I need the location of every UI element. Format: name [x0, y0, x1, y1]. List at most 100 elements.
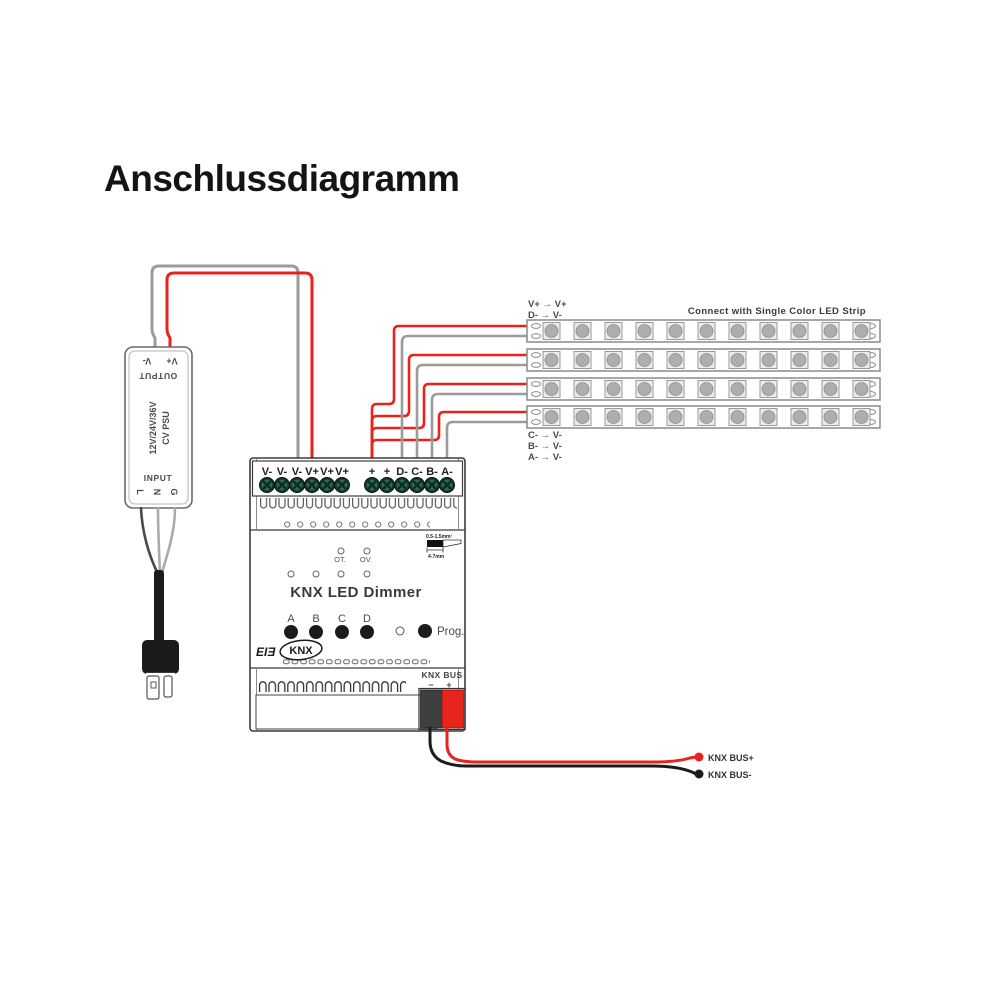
led-strip-1: [527, 320, 880, 342]
plug-body: [142, 640, 179, 674]
plug-prong-right: [163, 675, 173, 698]
psu-model-line2: CV PSU: [161, 411, 171, 445]
screw-terminal[interactable]: [333, 476, 351, 494]
terminal-label: V+: [320, 466, 334, 478]
indicator-leds: OT. OV.: [287, 547, 372, 578]
knx-bus-label: KNX BUS: [421, 670, 462, 680]
screw-terminal[interactable]: [438, 476, 456, 494]
led-strip-3: [527, 378, 880, 400]
psu-vminus-wire: [150, 264, 300, 463]
psu-vplus-wire: [165, 271, 314, 463]
vent-row-top: [259, 498, 457, 511]
strip-caption: Connect with Single Color LED Strip: [688, 306, 866, 317]
psu-input-label: INPUT: [144, 473, 173, 483]
screw-terminal[interactable]: [423, 476, 441, 494]
psu: V- V+ OUTPUT 12V/24V/36V CV PSU INPUT L …: [124, 346, 193, 509]
terminal-label: +: [384, 466, 390, 478]
screw-terminal[interactable]: [273, 476, 291, 494]
vent-row-bottom: [258, 678, 406, 692]
mapping-vplus: V+ → V+: [528, 299, 567, 310]
psu-output-label: OUTPUT: [139, 371, 178, 381]
plug-prong-hole: [150, 681, 157, 689]
terminal-block: V- V- V- V+ V+ V+ + + D- C- B- A-: [251, 460, 464, 497]
bus-neg-wire-end: [694, 769, 704, 779]
mapping-bminus: B- → V-: [528, 441, 562, 452]
channel-c-label: C: [338, 613, 346, 625]
bus-wire-pos: [445, 726, 698, 764]
psu-output-neg-label: V-: [143, 356, 152, 366]
ot-led: [337, 547, 345, 555]
terminal-label: +: [369, 466, 375, 478]
screw-terminal[interactable]: [393, 476, 411, 494]
page-title: Anschlussdiagramm: [104, 158, 460, 199]
terminal-label: V-: [292, 466, 303, 478]
red-wire-strip4: [370, 410, 533, 463]
psu-output-wires: [150, 264, 314, 463]
channel-c-button[interactable]: [335, 625, 349, 639]
mains-plug: [139, 506, 179, 700]
gray-wire-strip4: [445, 420, 533, 463]
knx-logo-oval: [279, 639, 323, 661]
prog-label: Prog.: [437, 626, 465, 638]
screw-terminal[interactable]: [363, 476, 381, 494]
screw-terminal[interactable]: [303, 476, 321, 494]
plug-wire-g: [159, 506, 177, 578]
channel-a-button[interactable]: [284, 625, 298, 639]
plug-wire-n: [156, 506, 162, 576]
channel-b-label: B: [312, 613, 319, 625]
prog-led: [395, 626, 405, 636]
psu-terminal-g: G: [169, 488, 179, 495]
terminal-label: C-: [411, 466, 423, 478]
ot-label: OT.: [334, 555, 346, 564]
plug-wire-l: [139, 506, 160, 576]
knx-logo-text: KNX: [289, 645, 313, 657]
screw-terminal[interactable]: [408, 476, 426, 494]
screw-terminal[interactable]: [258, 476, 276, 494]
dash-row: [283, 659, 430, 665]
bus-connector-neg[interactable]: [420, 689, 443, 729]
prog-button[interactable]: [418, 624, 432, 638]
strip-length-arrow: [426, 547, 444, 553]
screw-terminal[interactable]: [378, 476, 396, 494]
eib-knx-logo: EIƎ KNX: [256, 639, 323, 661]
psu-model-line1: 12V/24V/36V: [148, 401, 158, 454]
stripped-wire-glyph: [427, 540, 443, 547]
wire-gauge-icon: 0.5-1.5mm² 4-7mm: [426, 534, 462, 560]
psu-terminal-n: N: [152, 489, 162, 496]
knx-bus-connector: KNX BUS − +: [418, 670, 466, 731]
terminal-label: A-: [441, 466, 453, 478]
led-strip-2: [527, 349, 880, 371]
knx-bus-wires: KNX BUS+ KNX BUS-: [428, 726, 754, 780]
strip-wires: [370, 324, 533, 463]
channel-led: [287, 570, 295, 578]
led-strip-4: [527, 406, 880, 428]
channel-buttons: A B C D Prog.: [284, 613, 465, 639]
red-wire-strip3: [370, 382, 533, 463]
psu-output-pos-label: V+: [166, 356, 177, 366]
bus-connector-pos[interactable]: [441, 689, 464, 729]
ov-led: [363, 547, 371, 555]
psu-body-inner: [128, 350, 189, 505]
channel-d-button[interactable]: [360, 625, 374, 639]
red-wire-strip2: [370, 353, 533, 463]
gray-wire-strip1: [400, 334, 533, 463]
gray-wire-strip2: [415, 363, 533, 463]
wire-spec-area-label: 0.5-1.5mm²: [426, 534, 452, 540]
bus-neg-wire-label: KNX BUS-: [708, 770, 752, 780]
bus-wire-neg: [428, 726, 698, 776]
channel-b-button[interactable]: [309, 625, 323, 639]
led-strips: V+ → V+ D- → V- C- → V- B- → V- A- → V- …: [527, 299, 880, 463]
screw-terminal[interactable]: [318, 476, 336, 494]
bus-connector-outline: [418, 687, 466, 731]
gray-wire-strip3: [430, 392, 533, 463]
bus-neg-label: −: [428, 680, 433, 690]
channel-a-label: A: [287, 613, 295, 625]
terminal-label: V-: [262, 466, 273, 478]
bus-pos-label: +: [446, 680, 451, 690]
terminal-label: V-: [277, 466, 288, 478]
terminal-label: V+: [335, 466, 349, 478]
screw-terminal[interactable]: [288, 476, 306, 494]
plug-cable: [154, 570, 164, 644]
